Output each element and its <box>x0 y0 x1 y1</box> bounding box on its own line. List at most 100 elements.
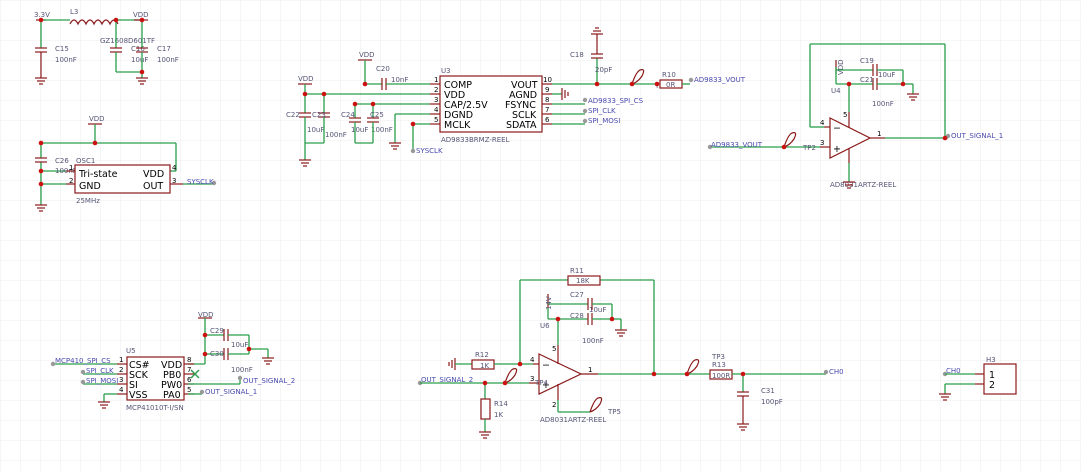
net-ad9833-vout-label-1[interactable]: AD9833_VOUT <box>694 76 746 84</box>
C19-value: 10uF <box>878 71 895 79</box>
U5-pin-pw0: PW0 <box>161 380 182 391</box>
C23-ref: C23 <box>312 111 326 119</box>
capacitor-C31[interactable]: C31 100pF <box>737 387 783 431</box>
net-ch0-label-1[interactable]: CH0 <box>829 368 844 376</box>
opamp-U4[interactable]: − + 4 5 1 3 AD8031ARTZ-REEL <box>820 111 896 189</box>
oscillator-block: VDD C26 100nF OSC1 Tri-state GND VDD OUT… <box>35 115 217 212</box>
C15-ref: C15 <box>55 45 69 53</box>
R13-ref: R13 <box>712 361 726 369</box>
net-spi-mosi-label-2[interactable]: SPI_MOSI <box>86 377 118 385</box>
U3-pin-agnd: AGND <box>509 90 537 101</box>
U4-minus: − <box>833 123 841 134</box>
C28-ref: C28 <box>570 312 584 320</box>
U3-pin-vout: VOUT <box>511 80 538 91</box>
net-spi-clk-label-1[interactable]: SPI_CLK <box>588 107 616 115</box>
testpoint-TP5[interactable]: TP5 <box>589 397 621 416</box>
TP5-ref: TP5 <box>607 408 621 416</box>
mcp41010-block: VDD C29 10uF C30 100nF <box>50 311 295 412</box>
U3-pinnum-5: 5 <box>434 116 438 124</box>
U5-pinnum-5: 5 <box>187 386 191 394</box>
OSC1-pin-gnd: GND <box>79 181 101 192</box>
OSC1-pin-tristate: Tri-state <box>78 169 118 180</box>
R10-ref: R10 <box>662 71 676 79</box>
TP2-ref: TP2 <box>802 144 816 152</box>
resistor-R11[interactable]: R11 18K <box>567 267 601 286</box>
net-ad9833-spi-cs-label[interactable]: AD9833_SPI_CS <box>588 97 644 105</box>
L3-value: GZ1608D601TF <box>100 37 155 45</box>
testpoint-TP4[interactable]: TP4 <box>504 368 548 387</box>
net-spi-mosi-label-1[interactable]: SPI_MOSI <box>588 117 620 125</box>
U3-ref: U3 <box>441 67 451 75</box>
C21-value: 100nF <box>872 100 894 108</box>
oscillator-OSC1[interactable]: OSC1 Tri-state GND VDD OUT 1 2 4 3 25MHz <box>66 157 183 205</box>
C16-value: 10uF <box>131 56 148 64</box>
U5-ref: U5 <box>126 347 136 355</box>
power-3v3-label: 3.3V <box>34 11 50 19</box>
connector-H3[interactable]: H3 1 2 <box>975 356 1017 395</box>
U4-pinnum-1: 1 <box>877 130 881 138</box>
net-sysclk-label-1[interactable]: SYSCLK <box>187 178 214 186</box>
H3-ref: H3 <box>986 356 996 364</box>
opamp-U6[interactable]: − + 5 4 3 1 2 AD8031ARTZ-REEL <box>529 345 606 424</box>
testpoint-TP2[interactable]: TP2 <box>783 132 816 152</box>
OSC1-pin-out: OUT <box>143 181 163 192</box>
net-spi-clk-label-2[interactable]: SPI_CLK <box>86 367 114 375</box>
C23-value: 10uF <box>307 126 324 134</box>
OSC1-pinnum-4: 4 <box>172 164 177 172</box>
capacitor-C16[interactable]: C16 10uF <box>110 45 148 72</box>
net-out-signal-2-label-2[interactable]: OUT_SIGNAL_2 <box>421 376 473 384</box>
power-filter-block: 3.3V L3 GZ1608D601TF VDD C15 100nF C16 1… <box>34 8 179 85</box>
capacitor-C26[interactable]: C26 100nF <box>35 157 77 175</box>
U5-pinnum-2: 2 <box>119 366 123 374</box>
C17-value: 100nF <box>157 56 179 64</box>
C23b-value: 100nF <box>325 131 347 139</box>
U3-pinnum-10: 10 <box>543 76 552 84</box>
ic-U5-MCP41010[interactable]: U5 CS# SCK SI VSS VDD PB0 PW0 PA0 1 2 3 … <box>117 347 194 412</box>
net-ad9833-vout-label-2[interactable]: AD9833_VOUT <box>711 141 763 149</box>
R13-value: 100R <box>712 372 730 380</box>
U5-value: MCP41010T-I/SN <box>126 404 184 412</box>
U5-pinnum-3: 3 <box>119 376 123 384</box>
U6-ref: U6 <box>540 322 550 330</box>
net-ch0-label-2[interactable]: CH0 <box>946 367 961 375</box>
U3-pinnum-9: 9 <box>545 86 549 94</box>
capacitor-C15[interactable]: C15 100nF <box>35 45 77 85</box>
power-vdd-label-2: VDD <box>89 115 105 123</box>
R11-value: 18K <box>576 277 590 285</box>
capacitor-C18[interactable]: C18 20pF <box>570 27 612 74</box>
C24-value: 10uF <box>351 126 368 134</box>
TP-ref: TP <box>654 82 664 90</box>
U4-plus: + <box>833 144 841 155</box>
net-out-signal-2-label-1[interactable]: OUT_SIGNAL_2 <box>243 377 295 385</box>
U3-value: AD9833BRMZ-REEL <box>441 136 510 144</box>
ic-U3-AD9833[interactable]: U3 COMP VDD CAP/2.5V DGND MCLK VOUT AGND… <box>430 67 552 144</box>
testpoint-TP3[interactable]: TP3 <box>686 353 725 375</box>
inductor-L3[interactable]: L3 GZ1608D601TF <box>69 8 155 45</box>
testpoint-TP[interactable]: TP <box>631 69 664 90</box>
C16-ref: C16 <box>131 45 145 53</box>
U6-pinnum-1: 1 <box>588 366 592 374</box>
C31-value: 100pF <box>761 398 783 406</box>
L3-ref: L3 <box>70 8 78 16</box>
U6-pinnum-5: 5 <box>552 345 556 353</box>
OSC1-ref: OSC1 <box>76 157 95 165</box>
R12-value: 1K <box>480 362 489 370</box>
ad9833-block: VDD C20 10nF VDD C22 C23 10uF 100nF <box>286 27 746 167</box>
U5-pin-cs: CS# <box>129 360 150 371</box>
net-out-signal-1-label-2[interactable]: OUT_SIGNAL_1 <box>205 388 257 396</box>
OSC1-pinnum-2: 2 <box>69 177 73 185</box>
OSC1-value: 25MHz <box>76 197 100 205</box>
U5-pin-vdd: VDD <box>161 360 182 371</box>
R14-value: 1K <box>494 411 503 419</box>
net-out-signal-1-label-1[interactable]: OUT_SIGNAL_1 <box>951 132 1003 140</box>
net-mcp410-spi-cs-label[interactable]: MCP410_SPI_CS <box>55 357 111 365</box>
U6-pinnum-2: 2 <box>552 401 556 409</box>
power-14v-label: 14V <box>545 296 553 310</box>
net-sysclk-label-2[interactable]: SYSCLK <box>416 147 443 155</box>
header-H3-block: CH0 H3 1 2 <box>939 356 1017 401</box>
capacitor-C17[interactable]: C17 100nF <box>136 45 179 85</box>
U3-pinnum-7: 7 <box>545 106 549 114</box>
TP3-ref: TP3 <box>711 353 725 361</box>
u6-amplifier-block: R11 18K 14V C27 10uF C28 100nF U6 <box>417 267 844 439</box>
